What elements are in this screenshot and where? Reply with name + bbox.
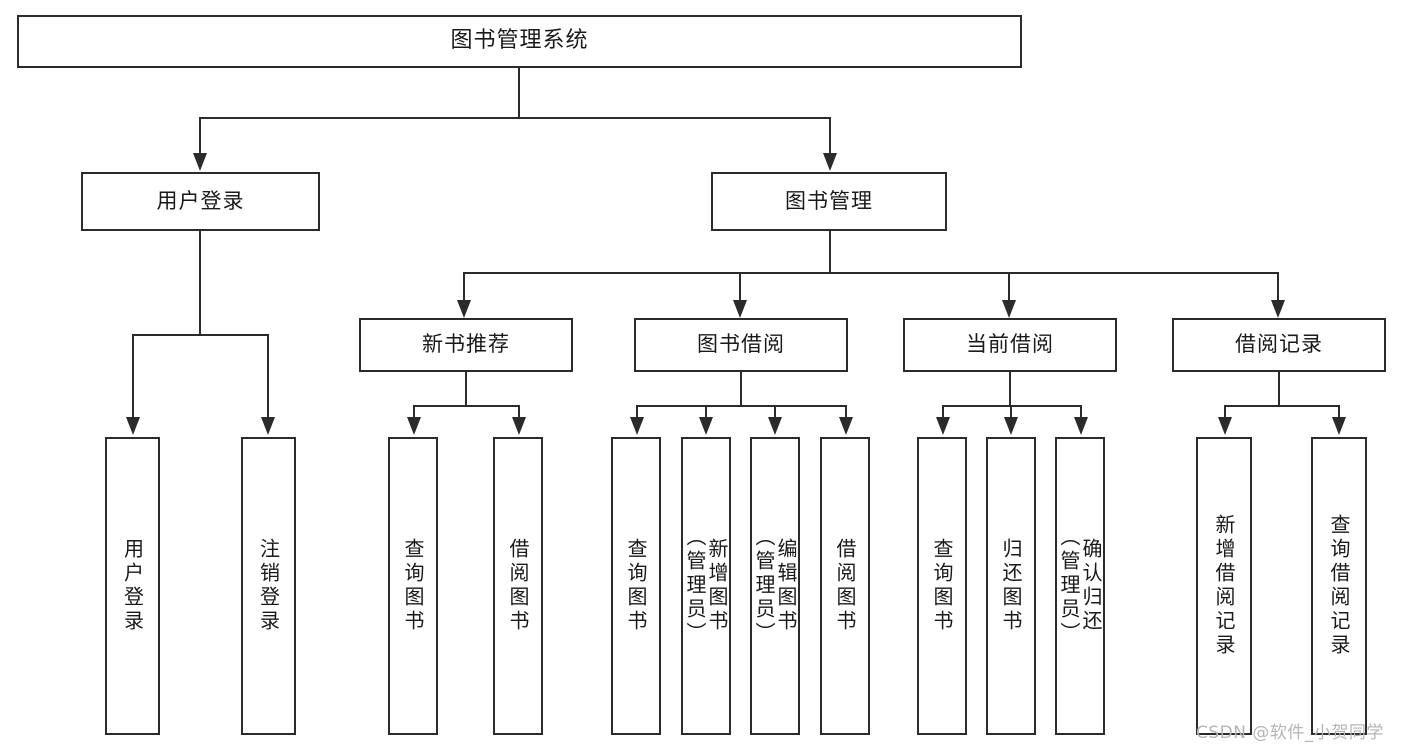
arrowhead-to-new-book-rec [457,300,471,318]
edge-user-login-bus [132,334,267,336]
edge-book-manage-to-borrow-record [1277,272,1279,302]
node-new-book-recommendation[interactable]: 新书推荐 [359,318,573,372]
node-leaf-user-login[interactable]: 用户登录 [105,437,160,735]
node-leaf-add-book-admin[interactable]: 新增图书 （管理员） [681,437,731,735]
edge-book-borrow-stem [740,372,742,406]
node-book-management[interactable]: 图书管理 [711,172,947,231]
arrowhead-to-leaf-add-record [1218,417,1232,435]
arrowhead-to-leaf-query-record [1332,417,1346,435]
edge-book-manage-stem [829,231,831,273]
arrowhead-to-leaf-borrow-book-2 [839,417,853,435]
node-leaf-add-borrow-record[interactable]: 新增借阅记录 [1196,437,1252,735]
node-leaf-query-book-3[interactable]: 查询图书 [917,437,967,735]
edge-root-to-book-manage [829,117,831,155]
node-root-book-management-system[interactable]: 图书管理系统 [17,15,1022,68]
edge-book-manage-to-current-borrow [1008,272,1010,302]
node-label: 图书借阅 [697,332,785,357]
node-leaf-logout[interactable]: 注销登录 [241,437,296,735]
node-label: 注销登录 [256,538,281,634]
node-label: 编辑图书 （管理员） [752,526,798,646]
edge-root-stem [518,68,520,118]
edge-borrow-record-stem [1278,372,1280,406]
edge-user-login-to-leaf-2 [267,334,269,419]
node-label: 归还图书 [999,538,1023,634]
node-label: 查询图书 [624,538,648,634]
arrowhead-to-leaf-add-book [699,417,713,435]
node-leaf-edit-book-admin[interactable]: 编辑图书 （管理员） [750,437,800,735]
node-user-login[interactable]: 用户登录 [81,172,320,231]
node-leaf-query-borrow-record[interactable]: 查询借阅记录 [1311,437,1367,735]
arrowhead-to-user-login [193,153,207,171]
edge-current-borrow-stem [1009,372,1011,406]
csdn-watermark: CSDN @软件_小贺同学 [1196,723,1384,743]
edge-current-borrow-to-leaf-1 [942,405,944,419]
edge-book-manage-bus [463,272,1277,274]
node-label: 查询借阅记录 [1327,514,1351,658]
arrowhead-to-leaf-return-book [1004,417,1018,435]
edge-book-manage-to-new-book-rec [463,272,465,302]
edge-new-book-rec-to-leaf-1 [413,405,415,419]
edge-book-borrow-to-leaf-1 [636,405,638,419]
node-label: 用户登录 [120,538,145,634]
node-leaf-borrow-book-2[interactable]: 借阅图书 [820,437,870,735]
edge-user-login-stem [199,231,201,335]
node-label: 新书推荐 [422,332,510,357]
node-leaf-query-book-2[interactable]: 查询图书 [611,437,661,735]
edge-book-borrow-to-leaf-4 [845,405,847,419]
node-label: 确认归还 （管理员） [1057,526,1103,646]
node-label: 用户登录 [156,188,245,213]
edge-borrow-record-to-leaf-2 [1338,405,1340,419]
arrowhead-to-leaf-borrow-book-1 [512,417,526,435]
arrowhead-to-book-manage [823,153,837,171]
node-label: 图书管理系统 [450,28,589,54]
edge-borrow-record-bus [1224,405,1338,407]
node-label: 借阅图书 [833,538,857,634]
edge-book-borrow-to-leaf-2 [705,405,707,419]
edge-current-borrow-to-leaf-2 [1010,405,1012,419]
arrowhead-to-book-borrow [733,300,747,318]
node-leaf-confirm-return-admin[interactable]: 确认归还 （管理员） [1055,437,1105,735]
node-label: 新增图书 （管理员） [683,526,729,646]
edge-new-book-rec-bus [413,405,518,407]
node-label: 图书管理 [785,188,873,213]
arrowhead-to-leaf-logout [261,417,275,435]
arrowhead-to-leaf-query-book-3 [936,417,950,435]
edge-root-bus [199,117,831,119]
node-current-borrowing[interactable]: 当前借阅 [903,318,1117,372]
node-label: 借阅图书 [506,538,530,634]
edge-new-book-rec-to-leaf-2 [518,405,520,419]
arrowhead-to-leaf-user-login [126,417,140,435]
arrowhead-to-borrow-record [1271,300,1285,318]
node-book-borrowing[interactable]: 图书借阅 [634,318,848,372]
node-label: 借阅记录 [1235,332,1323,357]
edge-borrow-record-to-leaf-1 [1224,405,1226,419]
node-borrowing-record[interactable]: 借阅记录 [1172,318,1386,372]
node-label: 当前借阅 [966,332,1054,357]
node-label: 新增借阅记录 [1212,514,1236,658]
edge-current-borrow-to-leaf-3 [1080,405,1082,419]
arrowhead-to-leaf-query-book-2 [630,417,644,435]
arrowhead-to-current-borrow [1002,300,1016,318]
node-leaf-query-book-1[interactable]: 查询图书 [388,437,438,735]
edge-user-login-to-leaf-1 [132,334,134,419]
edge-book-borrow-to-leaf-3 [774,405,776,419]
node-leaf-borrow-book-1[interactable]: 借阅图书 [493,437,543,735]
node-label: 查询图书 [930,538,954,634]
node-label: 查询图书 [401,538,425,634]
edge-new-book-rec-stem [465,372,467,406]
arrowhead-to-leaf-confirm-return [1074,417,1088,435]
arrowhead-to-leaf-edit-book [768,417,782,435]
edge-book-manage-to-book-borrow [739,272,741,302]
node-leaf-return-book[interactable]: 归还图书 [986,437,1036,735]
edge-book-borrow-bus [636,405,845,407]
edge-root-to-user-login [199,117,201,155]
arrowhead-to-leaf-query-book-1 [407,417,421,435]
